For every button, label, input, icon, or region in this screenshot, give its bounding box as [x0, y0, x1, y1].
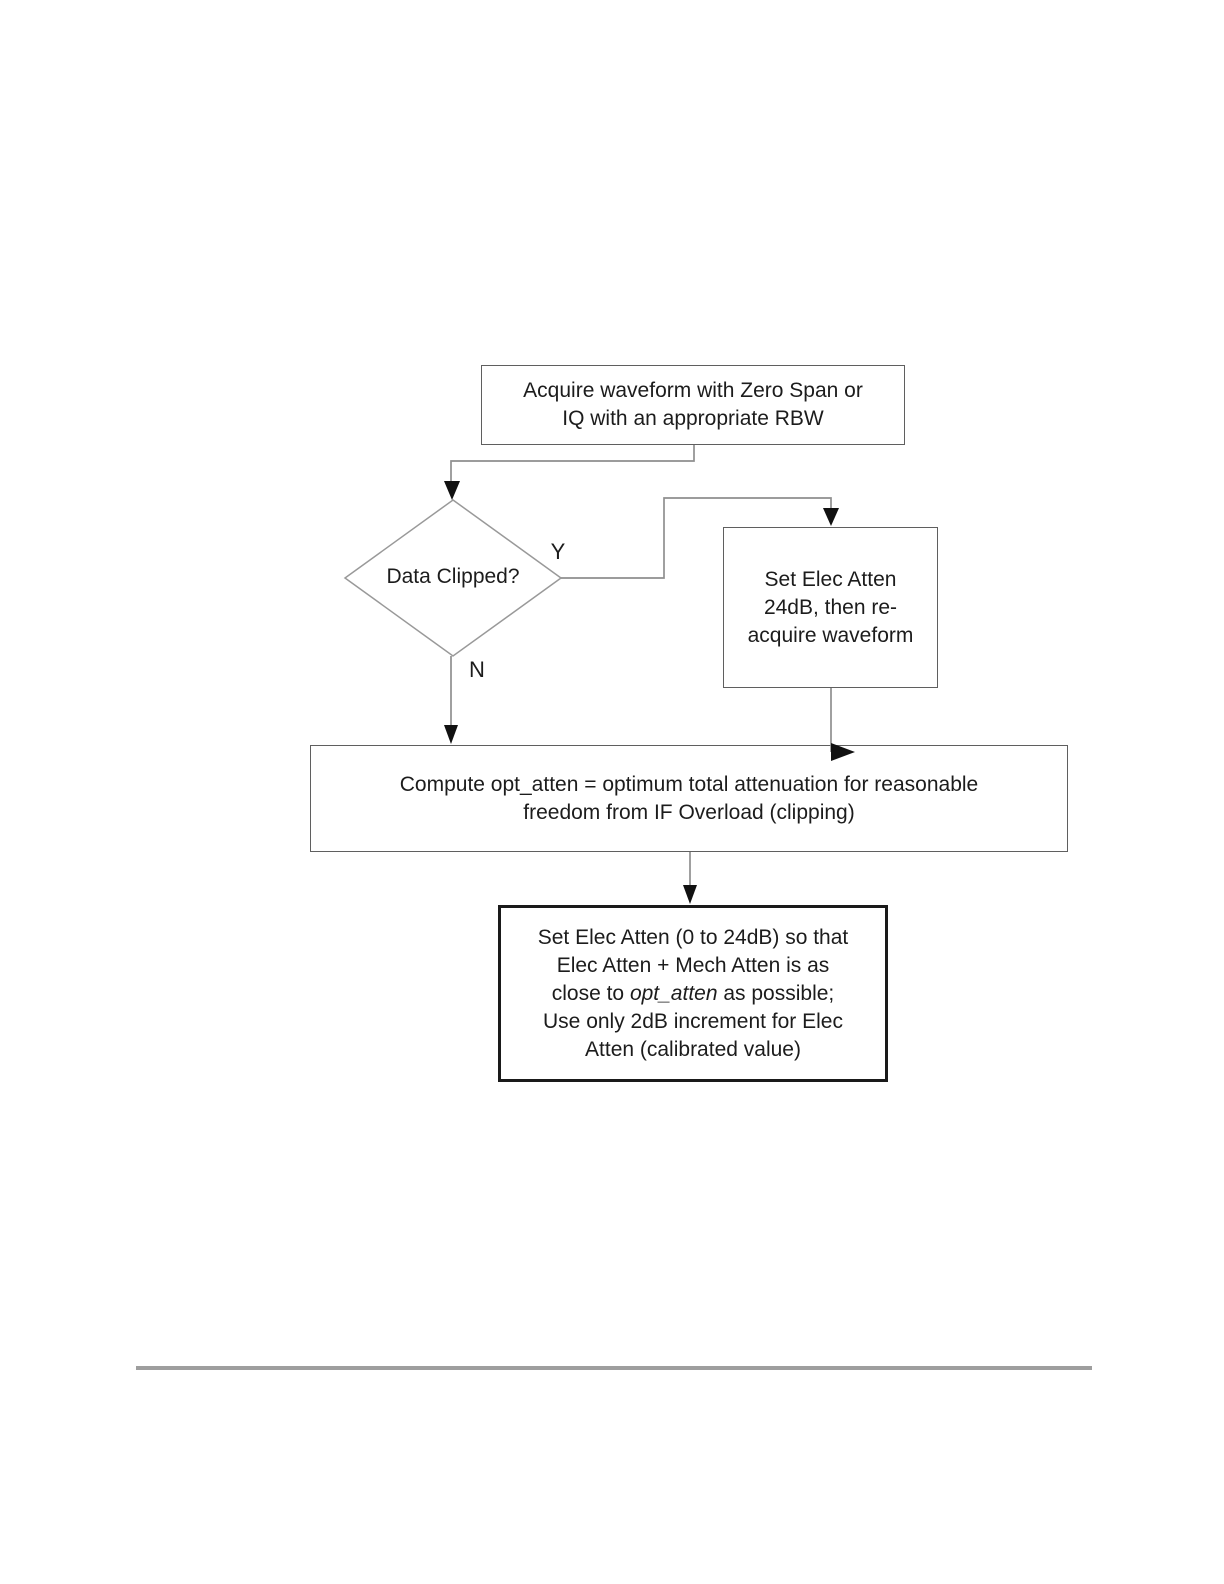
- node-set-elec-atten-final: Set Elec Atten (0 to 24dB) so that Elec …: [498, 905, 888, 1082]
- node-final-line: close to opt_atten as possible;: [552, 980, 835, 1008]
- node-set-elec-line: 24dB, then re-: [763, 595, 898, 619]
- node-set-elec-line: acquire waveform: [747, 623, 914, 647]
- node-final-line: Set Elec Atten (0 to 24dB) so that: [537, 925, 849, 949]
- node-acquire-line: IQ with an appropriate RBW: [562, 407, 824, 430]
- node-compute-opt-atten: Compute opt_atten = optimum total attenu…: [310, 745, 1068, 852]
- node-acquire-line: Acquire waveform with Zero Span or: [523, 379, 863, 402]
- node-final-line3-opt-atten: opt_atten: [629, 981, 718, 1005]
- node-final-line3-pre: close to: [551, 981, 630, 1005]
- node-final-line3-post: as possible;: [717, 981, 835, 1005]
- node-set-elec-atten-24db: Set Elec Atten 24dB, then re- acquire wa…: [723, 527, 938, 688]
- node-final-line: Use only 2dB increment for Elec: [543, 1009, 843, 1033]
- node-compute-line: Compute opt_atten = optimum total attenu…: [399, 772, 979, 796]
- node-acquire-waveform: Acquire waveform with Zero Span or IQ wi…: [481, 365, 905, 445]
- decision-diamond-shape: [343, 499, 563, 657]
- branch-label-no: N: [469, 657, 485, 682]
- decision-data-clipped-label: Data Clipped?: [386, 565, 520, 588]
- node-set-elec-line: Set Elec Atten: [764, 567, 897, 591]
- node-compute-line: freedom from IF Overload (clipping): [523, 800, 855, 824]
- node-final-line: Atten (calibrated value): [585, 1037, 801, 1061]
- footer-divider-rule: [136, 1366, 1092, 1370]
- branch-label-yes: Y: [550, 539, 566, 564]
- node-final-line: Elec Atten + Mech Atten is as: [556, 953, 830, 977]
